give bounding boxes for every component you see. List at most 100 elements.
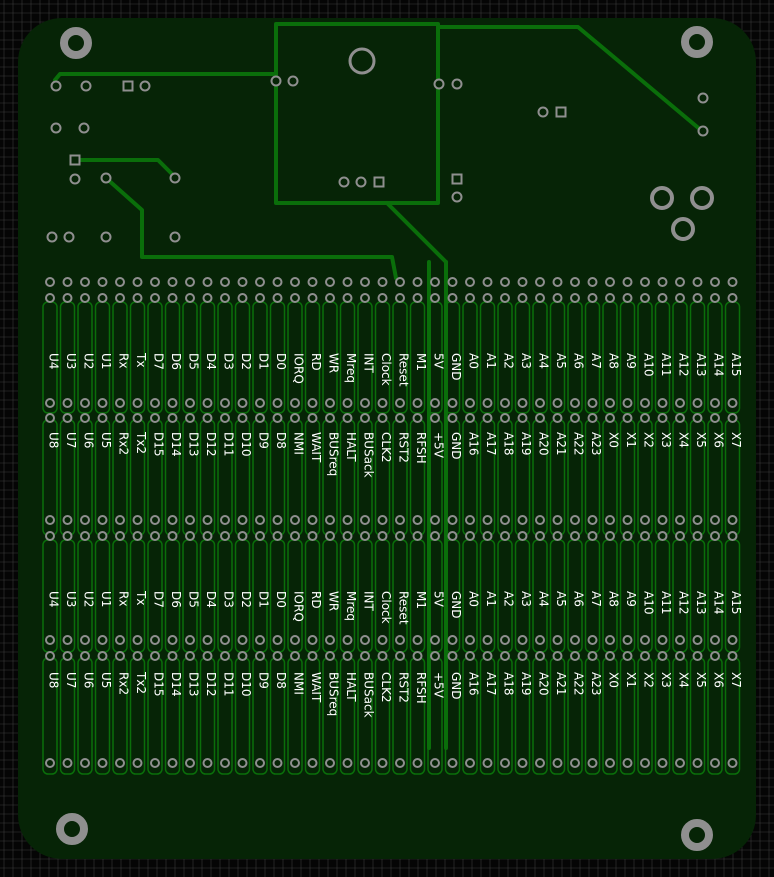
- header-pad: [150, 293, 160, 303]
- header-pad: [622, 277, 633, 287]
- header-pad: [587, 635, 598, 645]
- signal-label: A18: [502, 672, 516, 695]
- header-pad: [412, 277, 423, 287]
- header-pad: [80, 413, 90, 423]
- header-pad: [570, 515, 580, 525]
- header-pad: [395, 651, 405, 661]
- header-pad: [465, 398, 475, 408]
- signal-label: D2: [239, 591, 253, 608]
- header-pad: [640, 398, 650, 408]
- header-pad: [342, 531, 353, 541]
- header-pad: [482, 531, 493, 541]
- component-pad: [69, 173, 81, 185]
- signal-label: A14: [712, 591, 726, 614]
- header-pad: [132, 277, 143, 287]
- header-pad: [80, 398, 90, 408]
- signal-label: X6: [712, 432, 726, 448]
- header-pad: [535, 398, 545, 408]
- header-pad: [517, 277, 528, 287]
- header-pad: [220, 651, 230, 661]
- signal-label: D10: [239, 432, 253, 457]
- signal-label: Rx2: [117, 432, 131, 455]
- header-pad: [45, 651, 55, 661]
- header-pad: [307, 651, 318, 661]
- header-pad: [220, 758, 230, 768]
- header-pad: [80, 651, 90, 661]
- signal-label: A1: [484, 353, 498, 369]
- header-pad: [115, 635, 125, 645]
- header-pad: [115, 293, 125, 303]
- header-pad: [517, 758, 528, 768]
- signal-label: A7: [589, 591, 603, 607]
- header-pad: [62, 758, 73, 768]
- header-pad: [430, 758, 440, 768]
- signal-label: Tx2: [134, 431, 148, 454]
- header-pad: [325, 293, 335, 303]
- header-pad: [605, 293, 615, 303]
- header-pad: [132, 635, 143, 645]
- header-pad: [587, 531, 598, 541]
- header-pad: [657, 635, 668, 645]
- signal-label: A0: [467, 591, 481, 607]
- header-pad: [290, 293, 300, 303]
- header-pad: [132, 293, 143, 303]
- header-pad: [727, 277, 738, 287]
- component-pad: [50, 122, 62, 134]
- header-pad: [150, 277, 160, 287]
- header-pad: [132, 515, 143, 525]
- header-pad: [482, 277, 493, 287]
- header-pad: [97, 635, 108, 645]
- signal-label: Mreq: [344, 591, 358, 621]
- header-pad: [342, 515, 353, 525]
- header-pad: [412, 531, 423, 541]
- header-pad: [255, 277, 265, 287]
- header-pad: [115, 531, 125, 541]
- header-pad: [97, 413, 108, 423]
- header-pad: [430, 398, 440, 408]
- header-pad: [360, 531, 370, 541]
- header-pad: [150, 635, 160, 645]
- header-pad: [570, 635, 580, 645]
- header-pad: [727, 515, 738, 525]
- header-pad: [447, 398, 458, 408]
- signal-label: A6: [572, 591, 586, 607]
- signal-label: RD: [309, 353, 323, 371]
- header-pad: [587, 398, 598, 408]
- header-pad: [360, 635, 370, 645]
- mounting-hole: [56, 813, 88, 845]
- signal-label: A14: [712, 353, 726, 376]
- signal-label: D13: [187, 672, 201, 697]
- signal-label: X4: [677, 672, 691, 688]
- header-pad: [447, 651, 458, 661]
- signal-label: U4: [47, 353, 61, 369]
- component-pad: [697, 125, 709, 137]
- pin1-pad: [555, 106, 567, 118]
- header-pad: [115, 413, 125, 423]
- mounting-hole: [681, 26, 713, 58]
- header-pad: [395, 277, 405, 287]
- header-pad: [272, 277, 283, 287]
- header-pad: [675, 651, 685, 661]
- signal-label: X0: [607, 672, 621, 688]
- signal-label: Clock: [379, 353, 393, 386]
- header-pad: [517, 398, 528, 408]
- signal-label: RST2: [397, 672, 411, 703]
- signal-label: Tx: [134, 352, 148, 367]
- solder-pads: [45, 26, 738, 851]
- header-pad: [202, 398, 213, 408]
- header-pad: [692, 635, 703, 645]
- header-pad: [97, 277, 108, 287]
- header-pad: [325, 758, 335, 768]
- signal-label: BUSreq: [327, 432, 341, 476]
- header-pad: [290, 413, 300, 423]
- header-pad: [412, 515, 423, 525]
- header-pad: [97, 758, 108, 768]
- header-pad: [465, 515, 475, 525]
- header-pad: [150, 531, 160, 541]
- component-pad: [697, 92, 709, 104]
- header-pad: [500, 413, 510, 423]
- header-pad: [132, 413, 143, 423]
- signal-label: A4: [537, 353, 551, 369]
- header-pad: [132, 651, 143, 661]
- signal-label: A11: [659, 353, 673, 376]
